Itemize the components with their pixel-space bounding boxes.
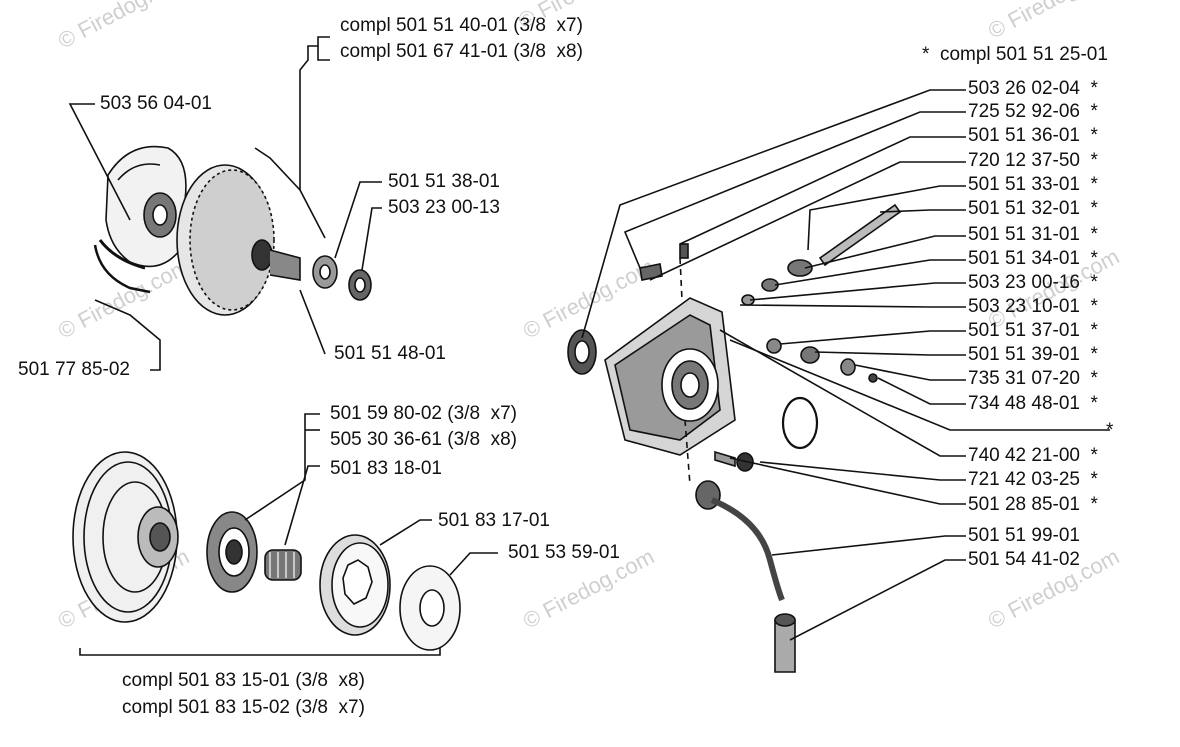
part-503-23-10-01-label: 503 23 10-01 * bbox=[968, 296, 1098, 317]
part-501-59-80-02-label: 501 59 80-02 (3/8 x7) bbox=[330, 403, 517, 424]
part-501-28-85-01-label: 501 28 85-01 * bbox=[968, 494, 1098, 515]
clutch-drum-drawing bbox=[176, 164, 301, 316]
part-735-31-07-20-label: 735 31 07-20 * bbox=[968, 368, 1098, 389]
pump-compl-label: * compl 501 51 25-01 bbox=[922, 44, 1108, 65]
part-505-30-36-61-label: 505 30 36-61 (3/8 x8) bbox=[330, 429, 517, 450]
part-734-48-48-01-label: 734 48 48-01 * bbox=[968, 393, 1098, 414]
oil-seal-drawing bbox=[567, 329, 597, 375]
sprocket-drawing bbox=[206, 511, 258, 593]
part-501-54-41-02-label: 501 54 41-02 bbox=[968, 549, 1080, 570]
part-503-23-00-13-label: 503 23 00-13 bbox=[388, 197, 500, 218]
clutch-drum-rim-drawing bbox=[72, 451, 179, 623]
needle-bearing-2-drawing bbox=[264, 549, 302, 581]
part-501-51-48-01-label: 501 51 48-01 bbox=[334, 343, 446, 364]
oil-hose-drawing bbox=[695, 480, 796, 673]
clutch-shoe-drawing bbox=[93, 145, 187, 294]
part-503-23-00-16-label: 503 23 00-16 * bbox=[968, 272, 1098, 293]
part-720-12-37-50-label: 720 12 37-50 * bbox=[968, 150, 1098, 171]
part-501-77-85-02-label: 501 77 85-02 bbox=[18, 359, 130, 380]
washer-2-drawing bbox=[399, 565, 461, 651]
part-501-51-38-01-label: 501 51 38-01 bbox=[388, 171, 500, 192]
part-501-51-39-01-label: 501 51 39-01 * bbox=[968, 344, 1098, 365]
part-503-26-02-04-label: 503 26 02-04 * bbox=[968, 78, 1098, 99]
part-501-53-59-01-label: 501 53 59-01 bbox=[508, 542, 620, 563]
rim-sprocket-drawing bbox=[319, 534, 391, 636]
part-725-52-92-06-label: 725 52 92-06 * bbox=[968, 101, 1098, 122]
small-parts-drawing bbox=[639, 203, 902, 472]
clutch-compl-x8-label: compl 501 67 41-01 (3/8 x8) bbox=[340, 41, 583, 62]
part-501-51-31-01-label: 501 51 31-01 * bbox=[968, 224, 1098, 245]
drum-compl-x8-label: compl 501 83 15-01 (3/8 x8) bbox=[122, 670, 365, 691]
drum-compl-x7-label: compl 501 83 15-02 (3/8 x7) bbox=[122, 697, 365, 718]
part-501-51-34-01-label: 501 51 34-01 * bbox=[968, 248, 1098, 269]
part-501-51-36-01-label: 501 51 36-01 * bbox=[968, 125, 1098, 146]
part-501-83-17-01-label: 501 83 17-01 bbox=[438, 510, 550, 531]
part-721-42-03-25-label: 721 42 03-25 * bbox=[968, 469, 1098, 490]
part-501-51-32-01-label: 501 51 32-01 * bbox=[968, 198, 1098, 219]
asterisk-label: * bbox=[1106, 420, 1114, 441]
washer-drawing bbox=[348, 269, 372, 301]
part-503-56-04-01-label: 503 56 04-01 bbox=[100, 93, 212, 114]
part-501-51-37-01-label: 501 51 37-01 * bbox=[968, 320, 1098, 341]
needle-bearing-drawing bbox=[312, 255, 338, 289]
clutch-compl-x7-label: compl 501 51 40-01 (3/8 x7) bbox=[340, 15, 583, 36]
part-740-42-21-00-label: 740 42 21-00 * bbox=[968, 445, 1098, 466]
pump-housing-drawing bbox=[604, 297, 736, 456]
o-ring-drawing bbox=[781, 396, 819, 450]
part-501-83-18-01-label: 501 83 18-01 bbox=[330, 458, 442, 479]
part-501-51-99-01-label: 501 51 99-01 bbox=[968, 525, 1080, 546]
part-501-51-33-01-label: 501 51 33-01 * bbox=[968, 174, 1098, 195]
